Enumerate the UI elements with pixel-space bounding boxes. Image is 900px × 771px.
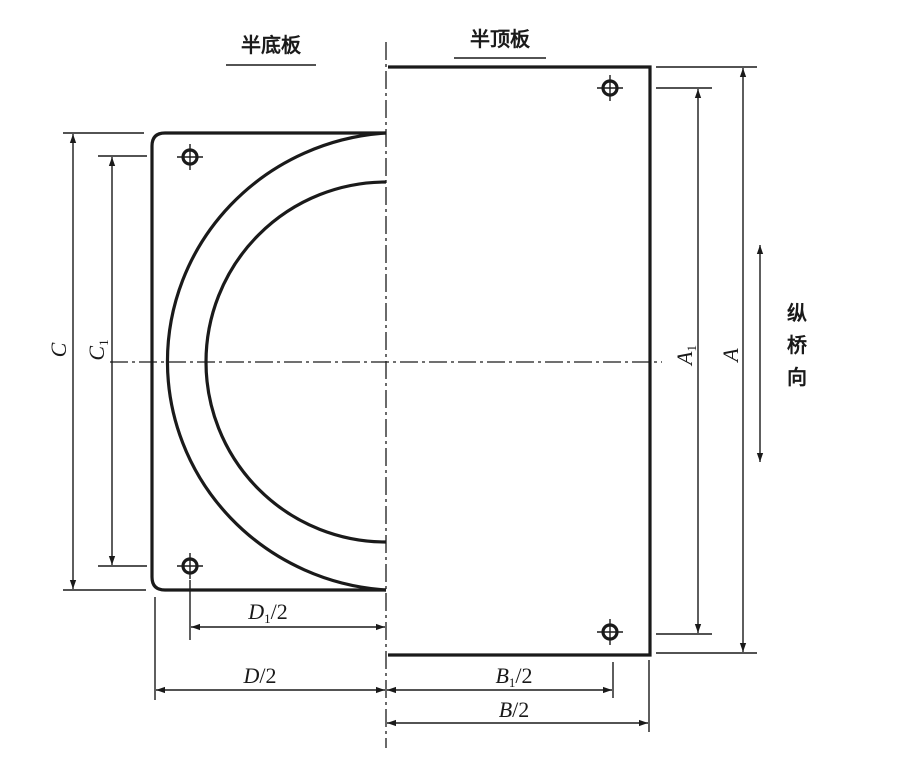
direction-label-1: 纵 <box>787 301 807 325</box>
dimension-D1-half: D1/2 <box>189 580 385 640</box>
dimension-B1-half: B1/2 <box>387 662 614 698</box>
svg-text:A: A <box>718 348 743 364</box>
svg-text:D1/2: D1/2 <box>247 599 288 626</box>
svg-text:C: C <box>46 342 71 357</box>
dimension-A: A <box>656 66 757 654</box>
bolt-hole-icon <box>597 75 623 101</box>
dimension-D-half: D/2 <box>154 597 385 700</box>
dimension-C: C <box>46 132 146 591</box>
svg-text:A1: A1 <box>672 345 699 367</box>
bottom-plate-outline <box>150 131 386 592</box>
svg-text:B1/2: B1/2 <box>495 663 532 690</box>
direction-label-3: 向 <box>787 365 807 389</box>
top-plate-outline <box>388 65 652 657</box>
top-plate-title: 半顶板 <box>470 27 531 51</box>
direction-label-2: 桥 <box>787 333 808 357</box>
outer-arc <box>165 131 387 592</box>
inner-arc <box>204 180 387 544</box>
dimension-C1: C1 <box>84 155 147 567</box>
svg-text:B/2: B/2 <box>499 697 530 722</box>
svg-text:D/2: D/2 <box>242 663 276 688</box>
bottom-plate-title: 半底板 <box>241 33 302 57</box>
bolt-hole-icon <box>177 553 203 579</box>
dimension-A1: A1 <box>656 87 712 635</box>
bolt-hole-icon <box>177 144 203 170</box>
bolt-hole-icon <box>597 619 623 645</box>
svg-text:C1: C1 <box>84 339 111 360</box>
dimension-B-half: B/2 <box>387 660 650 732</box>
